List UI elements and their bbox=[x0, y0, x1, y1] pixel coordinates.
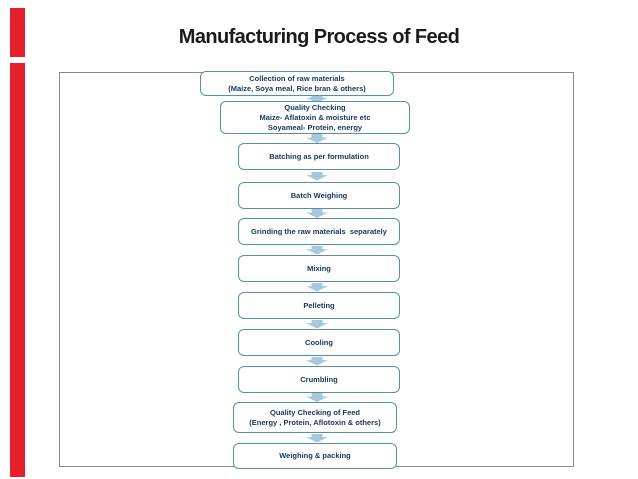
page-title: Manufacturing Process of Feed bbox=[178, 26, 460, 48]
flow-step-label: Soyameal- Protein, energy bbox=[267, 122, 363, 132]
down-arrow-icon bbox=[306, 171, 328, 181]
flow-step-label: Cooling bbox=[305, 337, 333, 347]
flow-step-label: Weighing & packing bbox=[279, 451, 351, 460]
down-arrow-icon bbox=[306, 356, 328, 366]
flow-step-label: Maize- Aflatoxin & moisture etc bbox=[259, 112, 371, 122]
flow-step-6: Mixing bbox=[238, 255, 400, 282]
flow-step-label: (Energy , Protein, Aflotoxin & others) bbox=[249, 417, 381, 427]
red-accent-bar bbox=[10, 63, 25, 477]
down-arrow-icon bbox=[306, 393, 328, 402]
red-accent-bar-top bbox=[10, 8, 25, 57]
flow-step-4: Batch Weighing bbox=[238, 182, 400, 209]
flow-step-label: Batch Weighing bbox=[290, 190, 348, 200]
flow-step-label: Collection of raw materials bbox=[249, 73, 345, 83]
flow-step-label: (Maize, Soya meal, Rice bran & others) bbox=[228, 83, 366, 93]
flow-step-label: Grinding the raw materials separately bbox=[251, 226, 387, 236]
flow-step-8: Cooling bbox=[238, 329, 400, 356]
down-arrow-icon bbox=[306, 282, 328, 292]
flow-step-label: Quality Checking of Feed bbox=[269, 407, 360, 417]
down-arrow-icon bbox=[306, 134, 328, 143]
down-arrow-icon bbox=[306, 319, 328, 329]
flow-step-label: Crumbling bbox=[300, 374, 338, 384]
down-arrow-icon bbox=[306, 209, 328, 218]
flow-step-7: Pelleting bbox=[238, 292, 400, 319]
down-arrow-icon bbox=[306, 433, 328, 443]
down-arrow-icon bbox=[306, 245, 328, 255]
flow-step-1: Collection of raw materials(Maize, Soya … bbox=[200, 71, 394, 96]
flow-step-label: Mixing bbox=[307, 263, 331, 273]
down-arrow-icon bbox=[306, 94, 328, 103]
flow-step-11: Weighing & packing bbox=[233, 443, 397, 469]
flow-step-10: Quality Checking of Feed(Energy , Protei… bbox=[233, 402, 397, 433]
flow-step-label: Quality Checking bbox=[284, 102, 346, 112]
flow-step-label: Pelleting bbox=[303, 300, 335, 310]
flow-step-3: Batching as per formulation bbox=[238, 143, 400, 170]
flow-step-5: Grinding the raw materials separately bbox=[238, 218, 400, 245]
flow-step-label: Batching as per formulation bbox=[269, 151, 369, 161]
flow-step-9: Crumbling bbox=[238, 366, 400, 393]
